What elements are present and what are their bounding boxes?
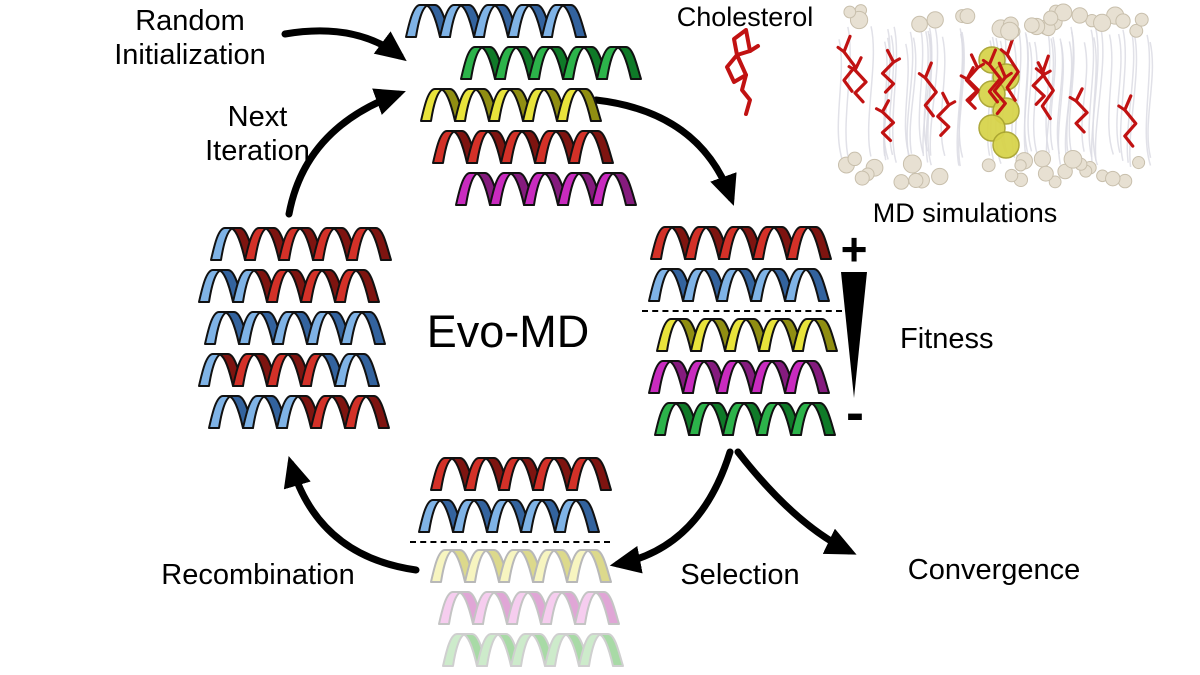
helix-recombined (198, 267, 380, 310)
helix-green (460, 44, 642, 87)
helix-red (432, 128, 614, 171)
fitness-gradient-triangle (841, 272, 867, 398)
helix-green_faded (442, 631, 624, 674)
helix-recombined (208, 393, 390, 436)
helix-front-ribbons (656, 318, 817, 352)
helix-front-ribbons (198, 269, 359, 303)
md-simulation-snapshot (836, 3, 1154, 190)
helix-front-ribbons (405, 4, 566, 38)
helix-front-ribbons (418, 499, 579, 533)
label-fitness: Fitness (900, 323, 994, 355)
helix-front-ribbons (442, 633, 603, 667)
helix-front-ribbons (455, 172, 616, 206)
label-recombination: Recombination (161, 559, 355, 591)
diagram-title: Evo-MD (426, 306, 590, 357)
helix-pink_faded (438, 589, 620, 632)
helix-magenta (455, 170, 637, 213)
arrow-recombination (283, 455, 420, 574)
helix-red (430, 455, 612, 498)
helix-front-ribbons (430, 549, 591, 583)
helix-blue (418, 497, 600, 540)
helix-front-ribbons (210, 227, 371, 261)
helix-red (650, 224, 832, 267)
arrow-random-initialization (281, 27, 407, 62)
helix-recombined (198, 351, 380, 394)
label-fitness-minus: - (846, 383, 864, 443)
arrow-selection (609, 448, 734, 574)
helix-front-ribbons (420, 88, 581, 122)
helix-magenta (648, 358, 830, 401)
helix-yellow (420, 86, 602, 129)
label-selection: Selection (680, 559, 800, 591)
helix-recombined (210, 225, 392, 268)
cholesterol-molecules (836, 34, 1138, 148)
helix-front-ribbons (654, 402, 815, 436)
arrow-next-iteration (285, 88, 406, 218)
helix-blue (648, 266, 830, 309)
helix-yellow (656, 316, 838, 359)
helix-blue (204, 309, 386, 352)
helix-front-ribbons (198, 353, 359, 387)
helix-front-ribbons (204, 311, 365, 345)
label-next-iteration: Next Iteration (205, 101, 310, 168)
helix-blue (405, 2, 587, 45)
helix-front-ribbons (430, 457, 591, 491)
helix-front-ribbons (460, 46, 621, 80)
label-fitness-plus: + (840, 223, 868, 275)
helix-front-ribbons (648, 268, 809, 302)
helix-yellow_faded (430, 547, 612, 590)
label-md-simulations: MD simulations (872, 198, 1058, 228)
label-cholesterol: Cholesterol (676, 2, 814, 32)
cholesterol-molecule-icon (725, 28, 760, 116)
selection-threshold-line (642, 310, 842, 312)
helix-front-ribbons (438, 591, 599, 625)
helix-front-ribbons (432, 130, 593, 164)
helix-green (654, 400, 836, 443)
lipid-headgroups (837, 3, 1149, 190)
helix-front-ribbons (650, 226, 811, 260)
arrow-run-md-evaluation (592, 96, 737, 206)
helix-front-ribbons (648, 360, 809, 394)
helix-front-ribbons (208, 395, 369, 429)
label-random-initialization: Random Initialization (114, 5, 266, 72)
selection-threshold-line (410, 541, 610, 543)
arrow-convergence (734, 448, 857, 555)
label-convergence: Convergence (907, 554, 1081, 586)
